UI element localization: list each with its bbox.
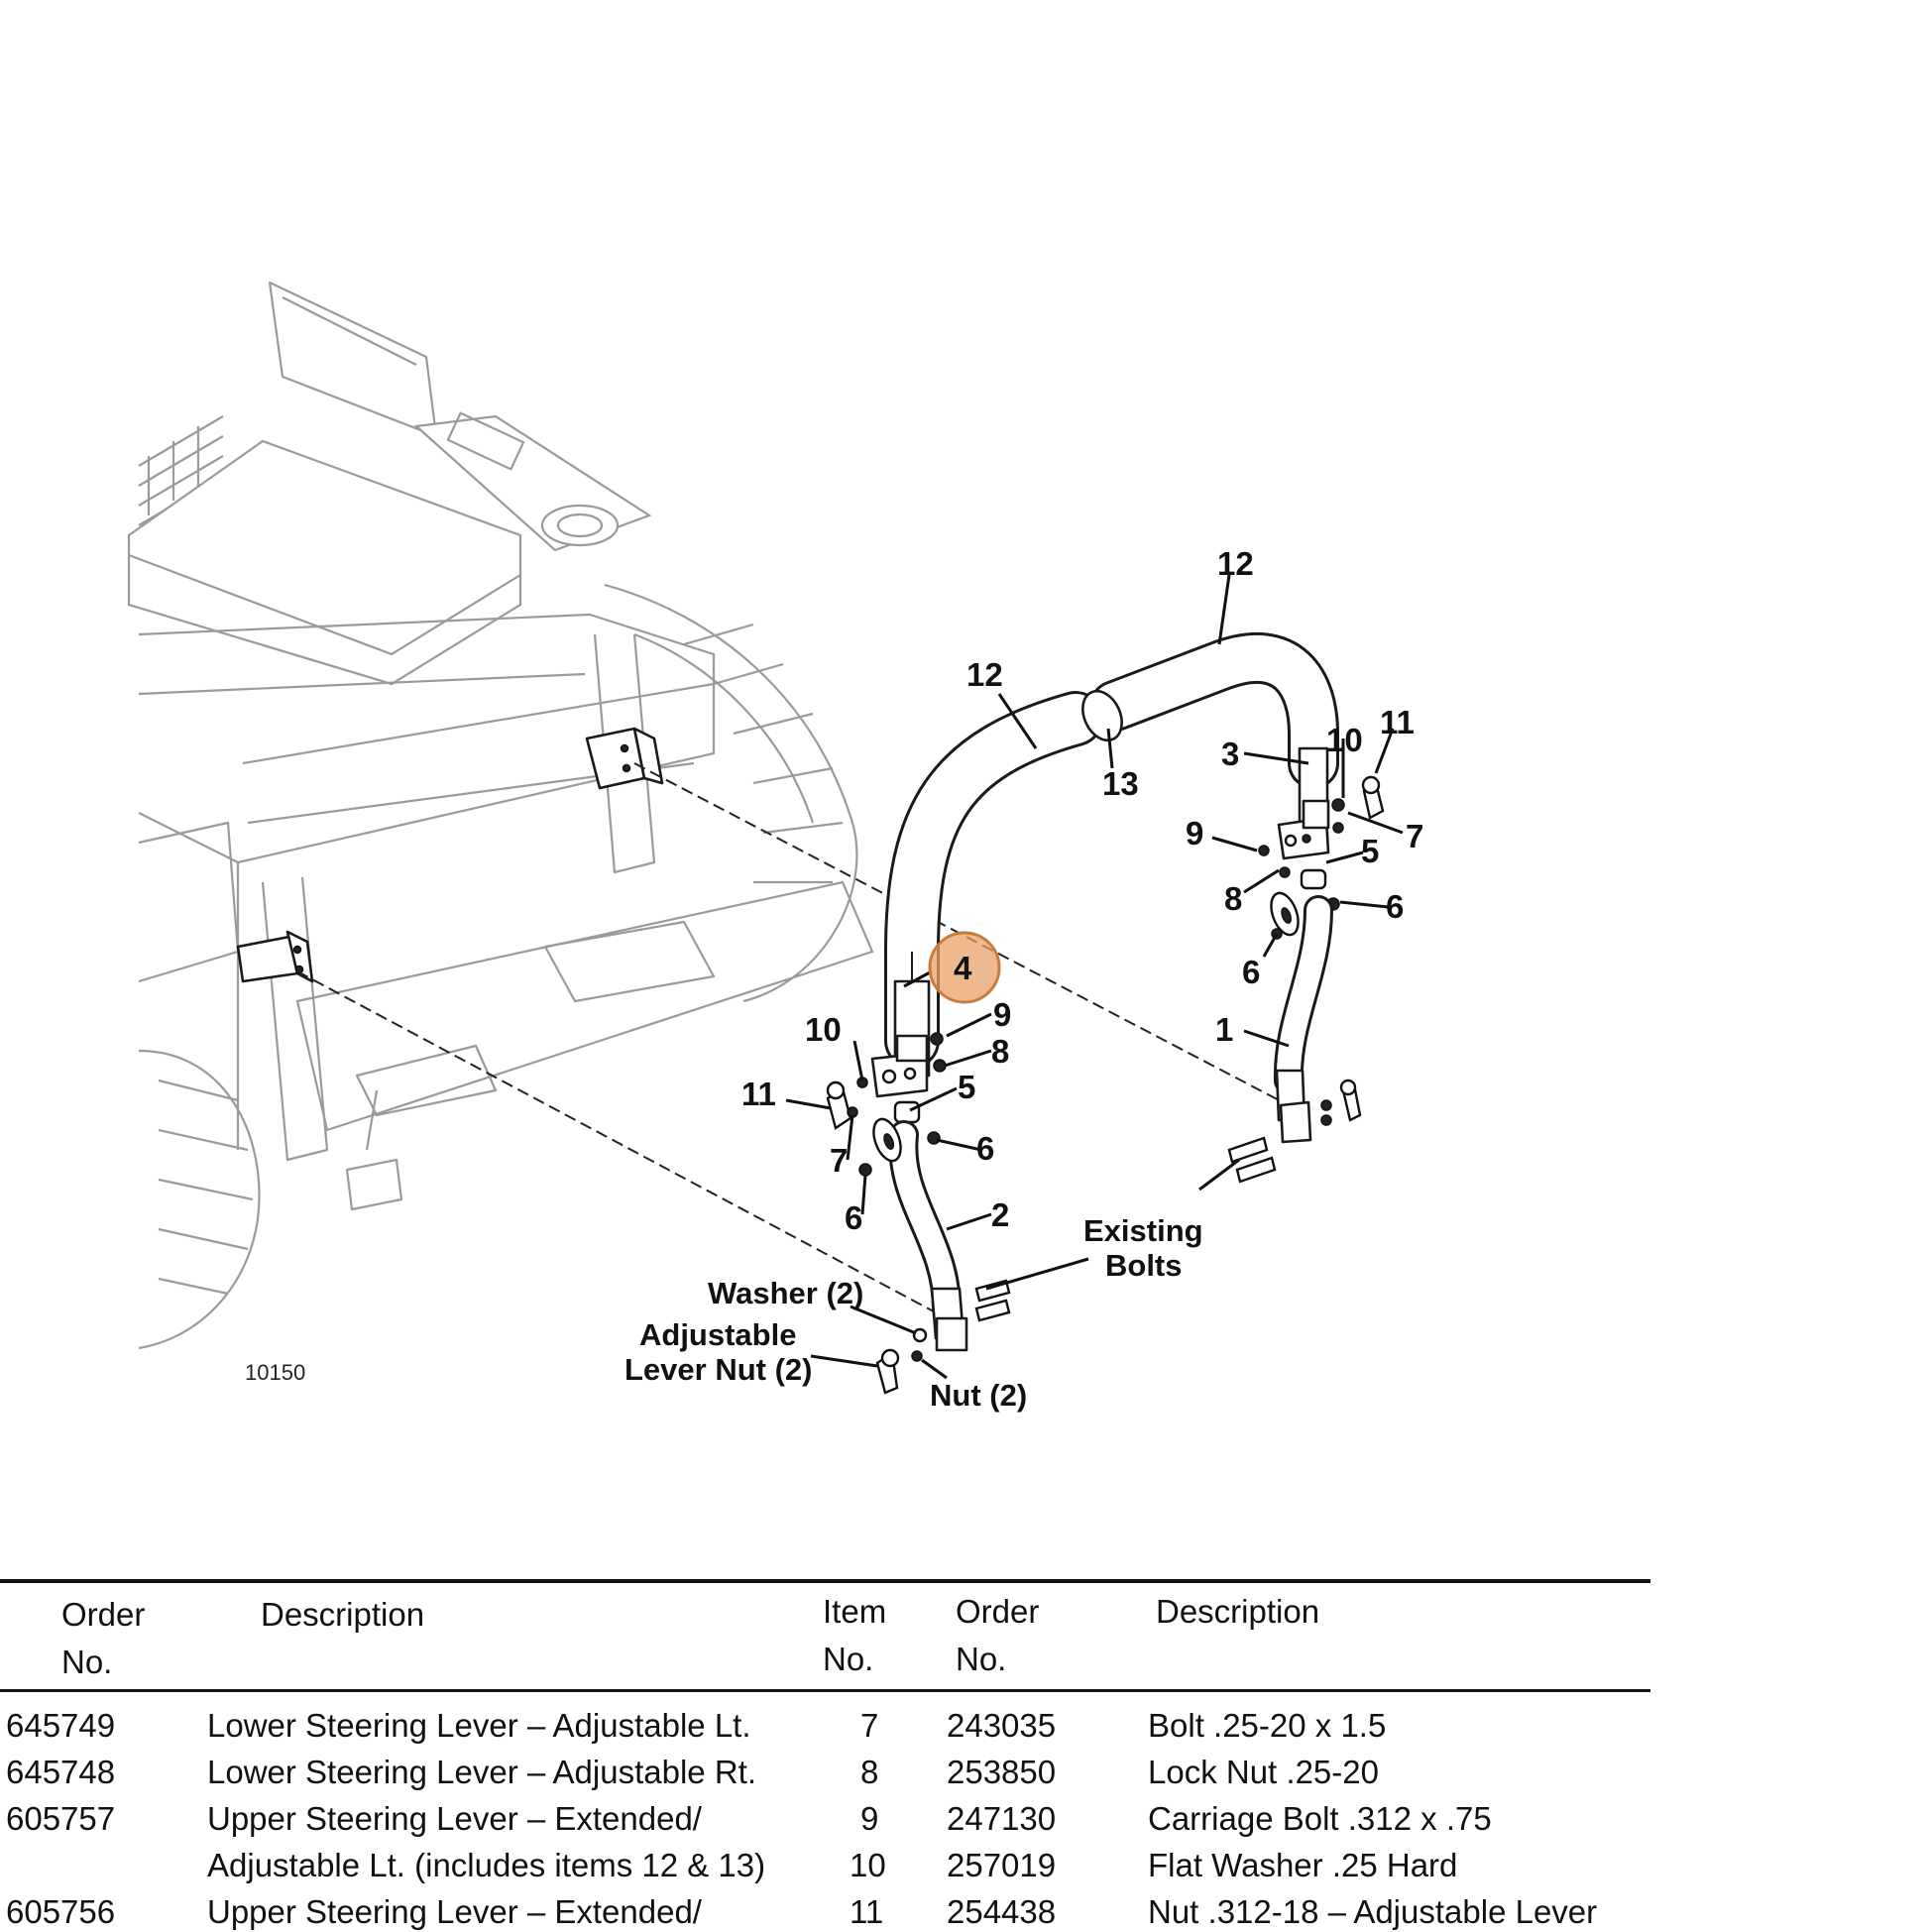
label-nut: Nut (2): [930, 1378, 1027, 1413]
callout-10: 10: [1326, 722, 1363, 758]
item-no: 10: [850, 1847, 886, 1883]
order-no: 243035: [947, 1707, 1057, 1744]
mower-illustration: [127, 281, 874, 1350]
label-existing-bolts: Bolts: [1105, 1248, 1183, 1283]
callout-11: 11: [741, 1076, 776, 1112]
callout-4: 4: [954, 950, 972, 986]
description: Flat Washer .25 Hard: [1148, 1847, 1458, 1883]
callout-8: 8: [991, 1033, 1009, 1070]
callout-6: 6: [1242, 954, 1260, 990]
callout-9: 9: [1186, 815, 1203, 852]
description: Upper Steering Lever – Extended/: [207, 1800, 702, 1837]
description: Adjustable Lt. (includes items 12 & 13): [207, 1847, 766, 1883]
description: Upper Steering Lever – Extended/: [207, 1893, 702, 1930]
order-no: 605757: [6, 1800, 116, 1837]
callout-2: 2: [991, 1196, 1009, 1233]
header-description-right: Description: [1156, 1593, 1320, 1630]
item-no: 8: [860, 1754, 879, 1790]
callout-11: 11: [1380, 704, 1415, 740]
item-no: 11: [850, 1893, 884, 1930]
description: Bolt .25-20 x 1.5: [1148, 1707, 1387, 1744]
description: Lower Steering Lever – Adjustable Lt.: [207, 1707, 751, 1744]
order-no: 254438: [947, 1893, 1057, 1930]
label-adjustable-lever-nut: Lever Nut (2): [624, 1352, 812, 1387]
description: Carriage Bolt .312 x .75: [1148, 1800, 1492, 1837]
order-no: 605756: [6, 1893, 116, 1930]
order-no: 645749: [6, 1707, 116, 1744]
description: Nut .312-18 – Adjustable Lever: [1148, 1893, 1598, 1930]
order-no: 247130: [947, 1800, 1057, 1837]
order-no: 257019: [947, 1847, 1057, 1883]
callout-12: 12: [1217, 545, 1254, 582]
callout-12: 12: [966, 656, 1003, 693]
figure-number: 10150: [245, 1360, 305, 1385]
header-description: Description: [261, 1596, 425, 1633]
callout-6: 6: [976, 1130, 994, 1167]
description: Lock Nut .25-20: [1148, 1754, 1379, 1790]
parts-diagram: 12 12 13 3 10 11 9 7 5 8 6 6 1 4 9 10 8 …: [127, 281, 1423, 1413]
callout-7: 7: [1406, 818, 1423, 854]
callout-7: 7: [830, 1142, 848, 1179]
header-item-no: Item No.: [823, 1593, 887, 1677]
label-adjustable-lever-nut: Adjustable: [639, 1317, 796, 1352]
order-no: 645748: [6, 1754, 116, 1790]
header-order-no-right: Order No.: [956, 1593, 1040, 1677]
callout-4-highlight: [928, 931, 1001, 1004]
leader-lines: [785, 574, 1404, 1380]
callouts: 12 12 13 3 10 11 9 7 5 8 6 6 1 4 9 10 8 …: [741, 545, 1423, 1236]
right-steering-lever: [1081, 631, 1385, 1184]
label-washer: Washer (2): [708, 1276, 863, 1310]
item-no: 7: [860, 1707, 879, 1744]
callout-5: 5: [958, 1069, 975, 1105]
callout-6: 6: [845, 1199, 862, 1236]
part-labels: Existing Bolts Washer (2) Adjustable Lev…: [245, 1213, 1203, 1413]
callout-6: 6: [1386, 888, 1404, 925]
table-rule-top: [0, 1579, 1650, 1583]
table-rule-header: [0, 1689, 1650, 1692]
callout-1: 1: [1215, 1011, 1233, 1048]
order-no: 253850: [947, 1754, 1057, 1790]
callout-8: 8: [1224, 880, 1242, 917]
callout-3: 3: [1221, 736, 1239, 772]
callout-13: 13: [1102, 765, 1139, 802]
label-existing-bolts: Existing: [1083, 1213, 1203, 1248]
item-no: 9: [860, 1800, 879, 1837]
description: Lower Steering Lever – Adjustable Rt.: [207, 1754, 756, 1790]
callout-10: 10: [805, 1011, 842, 1048]
left-steering-lever: [826, 691, 1103, 1395]
callout-5: 5: [1361, 833, 1379, 869]
callout-9: 9: [993, 996, 1011, 1033]
header-order-no: Order No.: [61, 1596, 146, 1680]
